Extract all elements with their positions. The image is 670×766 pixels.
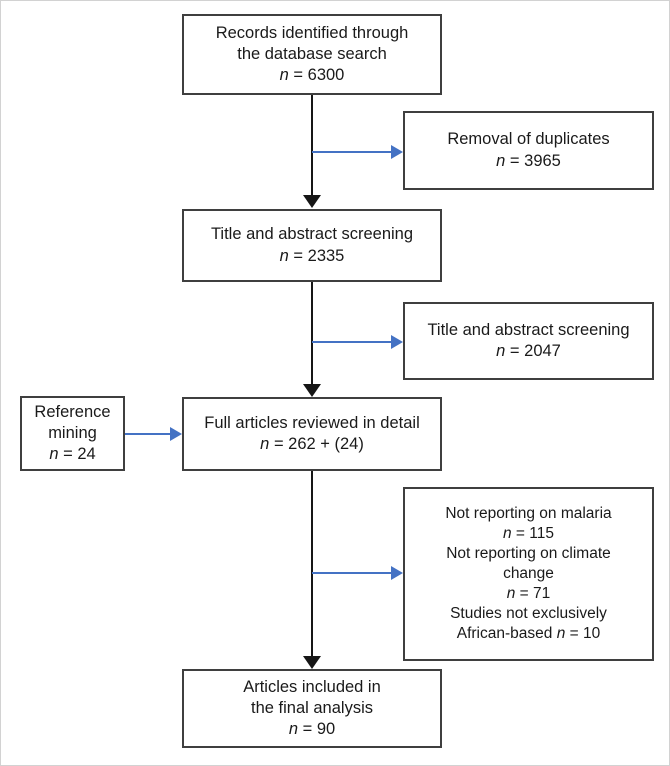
node-records-identified: Records identified through the database …	[182, 14, 442, 95]
branch-line-duplicates	[312, 151, 392, 153]
title-abstract-excluded-count: n = 2047	[496, 342, 561, 360]
title-abstract-excluded-line1: Title and abstract screening	[427, 320, 630, 339]
title-abstract-screening-line1: Title and abstract screening	[210, 225, 414, 244]
node-exclusions: Not reporting on malaria n = 115 Not rep…	[403, 487, 654, 661]
node-removal-duplicates: Removal of duplicates n = 3965	[403, 111, 654, 190]
articles-included-count: n = 90	[288, 720, 336, 739]
articles-included-line2: the final analysis	[251, 698, 373, 717]
exclusions-line3: change	[503, 564, 554, 582]
records-identified-line2: the database search	[237, 44, 387, 63]
trunk-fullarticles-to-included	[311, 471, 313, 656]
exclusions-count2: n = 71	[506, 585, 551, 603]
records-identified-line1: Records identified through	[215, 23, 409, 42]
exclusions-count1: n = 115	[502, 524, 554, 542]
exclusions-line1: Not reporting on malaria	[445, 504, 612, 522]
reference-mining-line2: mining	[48, 423, 97, 442]
arrowhead-to-included	[303, 656, 321, 669]
node-title-abstract-excluded: Title and abstract screening n = 2047	[403, 302, 654, 380]
trunk-records-to-screening	[311, 95, 313, 195]
exclusions-count3: African-based n = 10	[456, 625, 601, 643]
full-articles-count: n = 262 + (24)	[260, 435, 364, 453]
branch-arrowhead-title-abstract-excluded	[391, 335, 403, 349]
arrowhead-to-screening	[303, 195, 321, 208]
branch-arrowhead-reference-mining	[170, 427, 182, 441]
trunk-screening-to-fullarticles	[311, 282, 313, 384]
removal-duplicates-count: n = 3965	[496, 151, 561, 170]
node-title-abstract-screening: Title and abstract screening n = 2335	[182, 209, 442, 282]
exclusions-line4: Studies not exclusively	[450, 605, 607, 623]
branch-line-reference-mining	[125, 433, 171, 435]
reference-mining-line1: Reference	[34, 402, 111, 421]
articles-included-line1: Articles included in	[243, 677, 381, 696]
node-reference-mining: Reference mining n = 24	[20, 396, 125, 471]
node-full-articles: Full articles reviewed in detail n = 262…	[182, 397, 442, 471]
title-abstract-screening-count: n = 2335	[279, 246, 345, 265]
reference-mining-count: n = 24	[49, 445, 96, 464]
arrowhead-to-fullarticles	[303, 384, 321, 397]
branch-line-title-abstract-excluded	[312, 341, 392, 343]
records-identified-count: n = 6300	[279, 66, 345, 85]
branch-arrowhead-exclusions	[391, 566, 403, 580]
branch-line-exclusions	[312, 572, 392, 574]
full-articles-line1: Full articles reviewed in detail	[204, 413, 420, 432]
exclusions-line2: Not reporting on climate	[446, 544, 611, 562]
branch-arrowhead-duplicates	[391, 145, 403, 159]
removal-duplicates-line1: Removal of duplicates	[447, 130, 610, 149]
node-articles-included: Articles included in the final analysis …	[182, 669, 442, 748]
